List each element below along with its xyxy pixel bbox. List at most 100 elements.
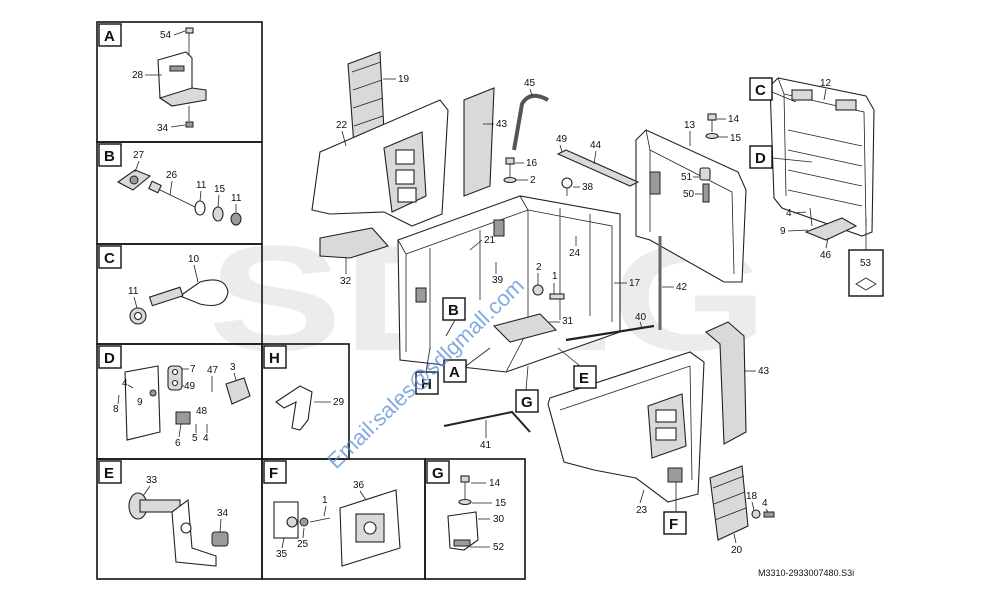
main-label-g: G (515, 365, 539, 413)
main-label-d: D (749, 145, 813, 169)
detail-label-h: H (263, 345, 287, 369)
svg-text:9: 9 (780, 226, 786, 237)
detail-label-g: G (426, 460, 450, 484)
panel-c-knob: 10 11 (128, 254, 229, 325)
svg-text:18: 18 (746, 491, 758, 502)
svg-text:50: 50 (683, 189, 695, 200)
svg-text:21: 21 (484, 235, 496, 246)
panel-a-bracket: 54 28 34 (132, 27, 207, 134)
svg-text:48: 48 (196, 406, 208, 417)
part-strip-43-right: 43 (704, 321, 770, 445)
svg-text:G: G (432, 465, 444, 482)
svg-text:11: 11 (128, 286, 139, 297)
svg-text:1: 1 (552, 271, 558, 282)
svg-text:28: 28 (132, 70, 144, 81)
detail-label-d: D (98, 345, 122, 369)
svg-text:D: D (104, 350, 115, 367)
svg-text:30: 30 (493, 514, 505, 525)
part-rod-45: 45 (512, 78, 549, 151)
svg-text:52: 52 (493, 542, 505, 553)
main-label-h: H (415, 347, 439, 395)
part-strip-43-top: 43 (463, 87, 508, 197)
svg-text:4: 4 (203, 433, 209, 444)
svg-text:54: 54 (160, 30, 172, 41)
panel-g-bracket: 14 15 30 52 (447, 475, 507, 553)
svg-text:49: 49 (556, 134, 568, 145)
svg-text:13: 13 (684, 120, 696, 131)
svg-text:A: A (449, 364, 460, 381)
main-label-e: E (557, 347, 597, 389)
svg-text:33: 33 (146, 475, 158, 486)
svg-text:8: 8 (113, 404, 119, 415)
svg-text:39: 39 (492, 275, 504, 286)
part-door-13: 13 (635, 120, 747, 283)
svg-text:10: 10 (188, 254, 200, 265)
svg-text:4: 4 (122, 378, 128, 389)
svg-text:38: 38 (582, 182, 594, 193)
svg-text:11: 11 (231, 193, 242, 204)
svg-text:43: 43 (496, 119, 508, 130)
svg-text:27: 27 (133, 150, 145, 161)
svg-text:H: H (421, 376, 432, 393)
part-bolt-16: 16 2 (503, 157, 538, 186)
svg-text:14: 14 (728, 114, 740, 125)
svg-text:4: 4 (762, 498, 768, 509)
svg-text:5: 5 (192, 433, 198, 444)
svg-text:3: 3 (230, 362, 236, 373)
part-rear-cover-12: 12 (769, 77, 875, 237)
svg-text:36: 36 (353, 480, 365, 491)
svg-text:D: D (755, 150, 766, 167)
svg-text:49: 49 (184, 381, 196, 392)
svg-text:35: 35 (276, 549, 288, 560)
svg-text:E: E (579, 370, 589, 387)
svg-text:C: C (104, 250, 115, 267)
svg-text:A: A (104, 28, 115, 45)
part-plate-31: 31 (492, 313, 574, 343)
svg-text:19: 19 (398, 74, 410, 85)
svg-text:7: 7 (190, 364, 196, 375)
part-rod-41: 41 (443, 410, 531, 451)
panel-b-lock-assembly: 27 26 11 15 11 (116, 150, 242, 226)
svg-text:14: 14 (489, 478, 501, 489)
main-label-a: A (443, 347, 491, 383)
part-side-cover-22: 22 (311, 99, 449, 227)
part-bolts-14-15: 14 15 (705, 113, 742, 144)
svg-text:17: 17 (629, 278, 641, 289)
detail-panels (96, 21, 526, 580)
svg-text:12: 12 (820, 78, 832, 89)
main-label-b: B (442, 297, 466, 337)
svg-text:6: 6 (175, 438, 181, 449)
svg-text:41: 41 (480, 440, 492, 451)
svg-text:F: F (269, 465, 278, 482)
svg-text:47: 47 (207, 365, 219, 376)
part-rod-42: 42 (658, 236, 688, 330)
panel-f-latch: 36 1 35 25 (273, 480, 401, 567)
reference-code: M3310-2933007480.S3i (758, 568, 854, 578)
detail-label-e: E (98, 460, 122, 484)
part-hood-23: 23 (547, 351, 705, 516)
svg-text:31: 31 (562, 316, 574, 327)
part-grille-19: 19 (347, 51, 410, 147)
svg-text:F: F (669, 516, 678, 533)
svg-text:1: 1 (322, 495, 328, 506)
svg-text:43: 43 (758, 366, 770, 377)
panel-h-bracket: 29 (275, 385, 345, 431)
svg-text:40: 40 (635, 312, 647, 323)
main-label-f: F (663, 482, 687, 535)
svg-text:44: 44 (590, 140, 602, 151)
svg-text:29: 29 (333, 397, 345, 408)
svg-text:53: 53 (860, 258, 872, 269)
part-bolts-center: 39 2 1 (492, 262, 565, 300)
svg-text:22: 22 (336, 120, 348, 131)
part-strips-44-49: 49 44 (556, 134, 640, 187)
svg-text:G: G (521, 394, 533, 411)
svg-text:34: 34 (217, 508, 229, 519)
part-rod-40: 40 (565, 312, 655, 342)
svg-text:46: 46 (820, 250, 832, 261)
part-bolt-18: 18 4 (746, 491, 775, 519)
svg-text:B: B (104, 148, 115, 165)
part-plate-32: 32 (319, 227, 389, 287)
svg-text:24: 24 (569, 248, 581, 259)
part-eyebolt-38: 38 (561, 177, 594, 196)
